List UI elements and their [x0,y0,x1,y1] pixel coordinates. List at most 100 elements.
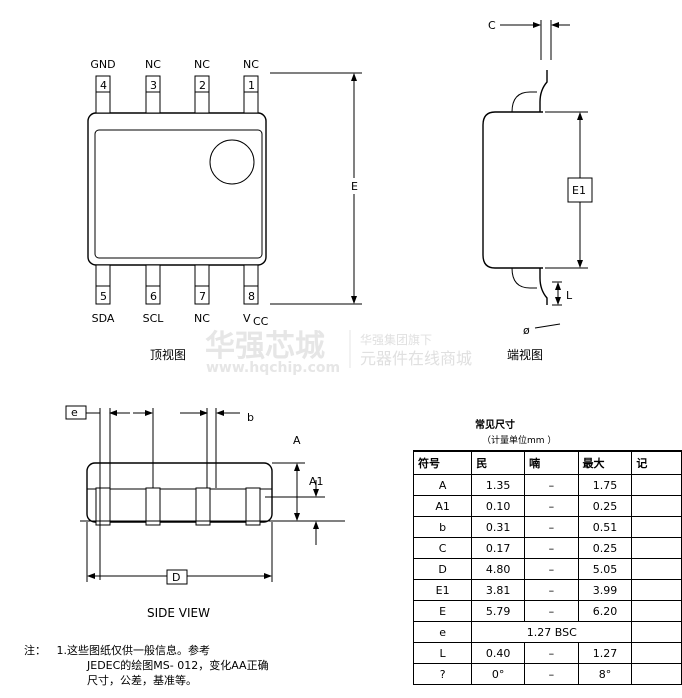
pin-label: NC [243,58,259,71]
table-cell [631,474,682,496]
svg-text:华强芯城: 华强芯城 [205,329,325,364]
lead [195,487,211,526]
svg-text:L: L [566,289,573,302]
table-cell [631,537,682,559]
table-cell: E1 [412,579,473,601]
notes: 注： 1.这些图纸仅供一般信息。参考 JEDEC的绘图MS- 012，变化AA正… [24,644,269,687]
pin [95,75,111,114]
pin-label: V [243,312,251,325]
dim-E-label: E [351,180,358,193]
svg-text:华强集团旗下: 华强集团旗下 [360,332,432,347]
table-cell: – [524,579,579,601]
pin-number: 8 [248,290,255,303]
table-cell: 6.20 [577,600,633,622]
table-cell: 1.35 [471,474,526,496]
table-cell: – [524,495,579,517]
pin [145,264,161,305]
table-cell: – [524,537,579,559]
table-cell: A [412,474,473,496]
pin-label-sub: CC [253,315,269,328]
pin1-marker [209,139,255,185]
table-cell: 0.40 [471,642,526,664]
svg-text:C: C [488,19,496,32]
header-cell: 喃 [524,450,579,475]
side-view: e b A A1 D SIDE VIEW [65,405,345,620]
table-cell [631,642,682,664]
table-cell: 3.99 [577,579,633,601]
pin-number: 4 [100,79,107,92]
table-cell: – [524,516,579,538]
table-cell: 0° [471,663,526,685]
table-cell: 5.05 [577,558,633,580]
pin-label: SDA [92,312,115,325]
header-cell: 记 [631,450,682,475]
table-cell: 0.10 [471,495,526,517]
pin-number: 2 [199,79,206,92]
table-unit: （计量单位mm ） [482,436,557,446]
lead [145,487,161,526]
table-title: 常见尺寸 [475,420,515,431]
pin [194,264,210,305]
table-cell: 0.51 [577,516,633,538]
table-cell: 1.75 [577,474,633,496]
pin-label: NC [194,312,210,325]
lead [245,487,261,526]
header-cell: 民 [471,450,526,475]
pin-label: SCL [143,312,165,325]
table-cell: 1.27 [577,642,633,664]
svg-text:元器件在线商城: 元器件在线商城 [360,349,472,368]
side-view-caption: SIDE VIEW [147,606,210,620]
table-cell: – [524,474,579,496]
table-cell: – [524,558,579,580]
table-cell: C [412,537,473,559]
pin-number: 5 [100,290,107,303]
pin [243,75,259,114]
pin-label: NC [194,58,210,71]
table-cell: A1 [412,495,473,517]
lead [95,487,111,526]
table-cell: 5.79 [471,600,526,622]
pin-label: NC [145,58,161,71]
svg-text:e: e [71,406,78,419]
table-cell [631,621,682,643]
watermark: 华强芯城 www.hqchip.com 华强集团旗下 元器件在线商城 [205,329,472,376]
table-cell [631,558,682,580]
table-cell: 1.27 BSC [471,621,633,643]
svg-text:ø: ø [523,324,530,337]
pin-number: 3 [150,79,157,92]
table-cell: 0.25 [577,495,633,517]
table-cell: b [412,516,473,538]
table-cell [631,663,682,685]
table-cell: L [412,642,473,664]
table-row: ?0°–8° [412,663,682,685]
pin [95,264,111,305]
table-cell: – [524,600,579,622]
pin-number: 6 [150,290,157,303]
table-cell: E [412,600,473,622]
pin-label: GND [90,58,115,71]
table-header: 符号民喃最大记 [412,450,682,475]
svg-text:E1: E1 [572,184,586,197]
svg-text:www.hqchip.com: www.hqchip.com [206,360,340,376]
pin [145,75,161,114]
table-cell: ? [412,663,473,685]
header-cell: 符号 [412,450,473,475]
table-cell: 0.17 [471,537,526,559]
pin [243,264,259,305]
table-cell: 0.31 [471,516,526,538]
table-cell [631,600,682,622]
table-cell [631,579,682,601]
pin-number: 1 [248,79,255,92]
end-view: C E1 L ø 端视图 [482,19,593,362]
table-cell [631,495,682,517]
header-cell: 最大 [577,450,633,475]
